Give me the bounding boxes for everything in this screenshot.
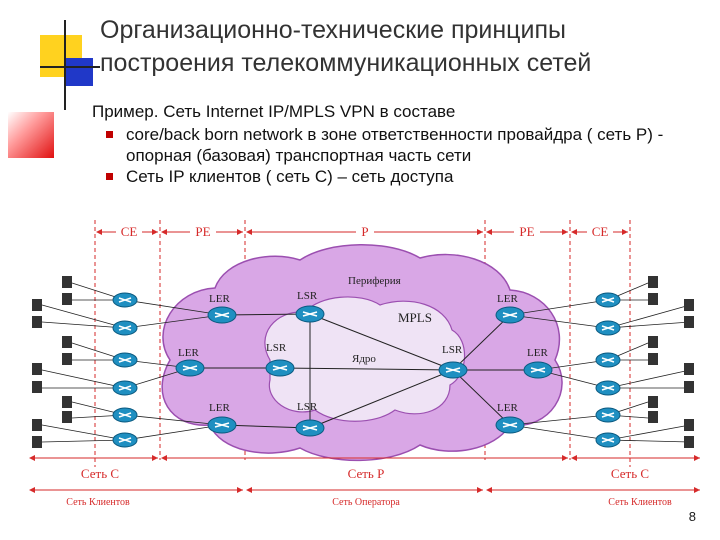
router-label-lsr: LSR xyxy=(442,344,463,356)
router-icon xyxy=(175,359,205,377)
computer-icon xyxy=(62,336,72,348)
router-icon xyxy=(265,359,295,377)
computer-icon xyxy=(32,299,42,311)
router-icon xyxy=(112,320,138,336)
computer-icon xyxy=(32,419,42,431)
segment-label-pe-right: PE xyxy=(519,224,534,239)
router-icon xyxy=(112,407,138,423)
router-icon xyxy=(207,416,237,434)
page-number: 8 xyxy=(688,509,696,524)
router-icon xyxy=(595,352,621,368)
computer-icon xyxy=(62,276,72,288)
computer-icon xyxy=(648,336,658,348)
computer-icon xyxy=(62,411,72,423)
routers xyxy=(112,292,621,448)
router-icon xyxy=(595,432,621,448)
router-icon xyxy=(523,361,553,379)
computer-icon xyxy=(684,316,694,328)
decor-blue-square xyxy=(65,58,93,86)
router-label-ler: LER xyxy=(497,402,518,414)
router-icon xyxy=(112,292,138,308)
bullet-item: core/back born network в зоне ответствен… xyxy=(104,124,704,166)
decor-red-square xyxy=(8,112,54,158)
computer-icon xyxy=(648,411,658,423)
segment-label-p: P xyxy=(361,224,368,239)
computer-icon xyxy=(32,381,42,393)
router-label-lsr: LSR xyxy=(266,342,287,354)
caption-clients-right: Сеть Клиентов xyxy=(608,497,672,508)
router-icon xyxy=(112,352,138,368)
computer-icon xyxy=(32,436,42,448)
caption-clients-left: Сеть Клиентов xyxy=(66,497,130,508)
bullet-list: core/back born network в зоне ответствен… xyxy=(104,124,704,187)
client-computers xyxy=(32,276,694,448)
router-icon xyxy=(595,407,621,423)
router-label-ler: LER xyxy=(527,347,548,359)
computer-icon xyxy=(648,353,658,365)
router-icon xyxy=(495,416,525,434)
router-icon xyxy=(595,380,621,396)
caption-operator: Сеть Оператора xyxy=(332,497,400,508)
computer-icon xyxy=(684,436,694,448)
intro-text: Пример. Сеть Internet IP/MPLS VPN в сост… xyxy=(92,102,456,121)
bottom-arrows xyxy=(29,455,700,493)
router-icon xyxy=(438,361,468,379)
computer-icon xyxy=(648,293,658,305)
computer-icon xyxy=(32,363,42,375)
periphery-label: Периферия xyxy=(348,275,401,287)
decor-vertical-line xyxy=(64,20,66,110)
router-label-ler: LER xyxy=(209,293,230,305)
router-label-lsr: LSR xyxy=(297,401,318,413)
computer-icon xyxy=(684,419,694,431)
slide-title: Организационно-технические принципы пост… xyxy=(100,16,592,77)
segment-label-ce-left: CE xyxy=(121,224,138,239)
router-label-ler: LER xyxy=(497,293,518,305)
computer-icon xyxy=(684,381,694,393)
decor-horizontal-line xyxy=(40,66,100,68)
net-label-c-right: Сеть С xyxy=(611,466,649,481)
segment-label-ce-right: CE xyxy=(592,224,609,239)
computer-icon xyxy=(648,396,658,408)
router-icon xyxy=(595,292,621,308)
computer-icon xyxy=(648,276,658,288)
net-label-p: Сеть Р xyxy=(348,466,385,481)
computer-icon xyxy=(62,293,72,305)
router-label-ler: LER xyxy=(178,347,199,359)
computer-icon xyxy=(62,396,72,408)
router-icon xyxy=(112,380,138,396)
computer-icon xyxy=(62,353,72,365)
core-label: Ядро xyxy=(352,353,376,365)
router-icon xyxy=(295,305,325,323)
bullet-item: Сеть IP клиентов ( сеть С) – сеть доступ… xyxy=(104,166,704,187)
router-icon xyxy=(495,306,525,324)
segment-label-pe-left: PE xyxy=(195,224,210,239)
router-icon xyxy=(207,306,237,324)
router-icon xyxy=(112,432,138,448)
core-links xyxy=(190,313,538,429)
computer-icon xyxy=(684,363,694,375)
router-label-ler: LER xyxy=(209,402,230,414)
net-label-c-left: Сеть С xyxy=(81,466,119,481)
computer-icon xyxy=(32,316,42,328)
router-icon xyxy=(595,320,621,336)
router-icon xyxy=(295,419,325,437)
computer-icon xyxy=(684,299,694,311)
router-label-lsr: LSR xyxy=(297,290,318,302)
mpls-network-diagram: CE PE P PE CE xyxy=(29,220,700,508)
mpls-label: MPLS xyxy=(398,310,432,325)
